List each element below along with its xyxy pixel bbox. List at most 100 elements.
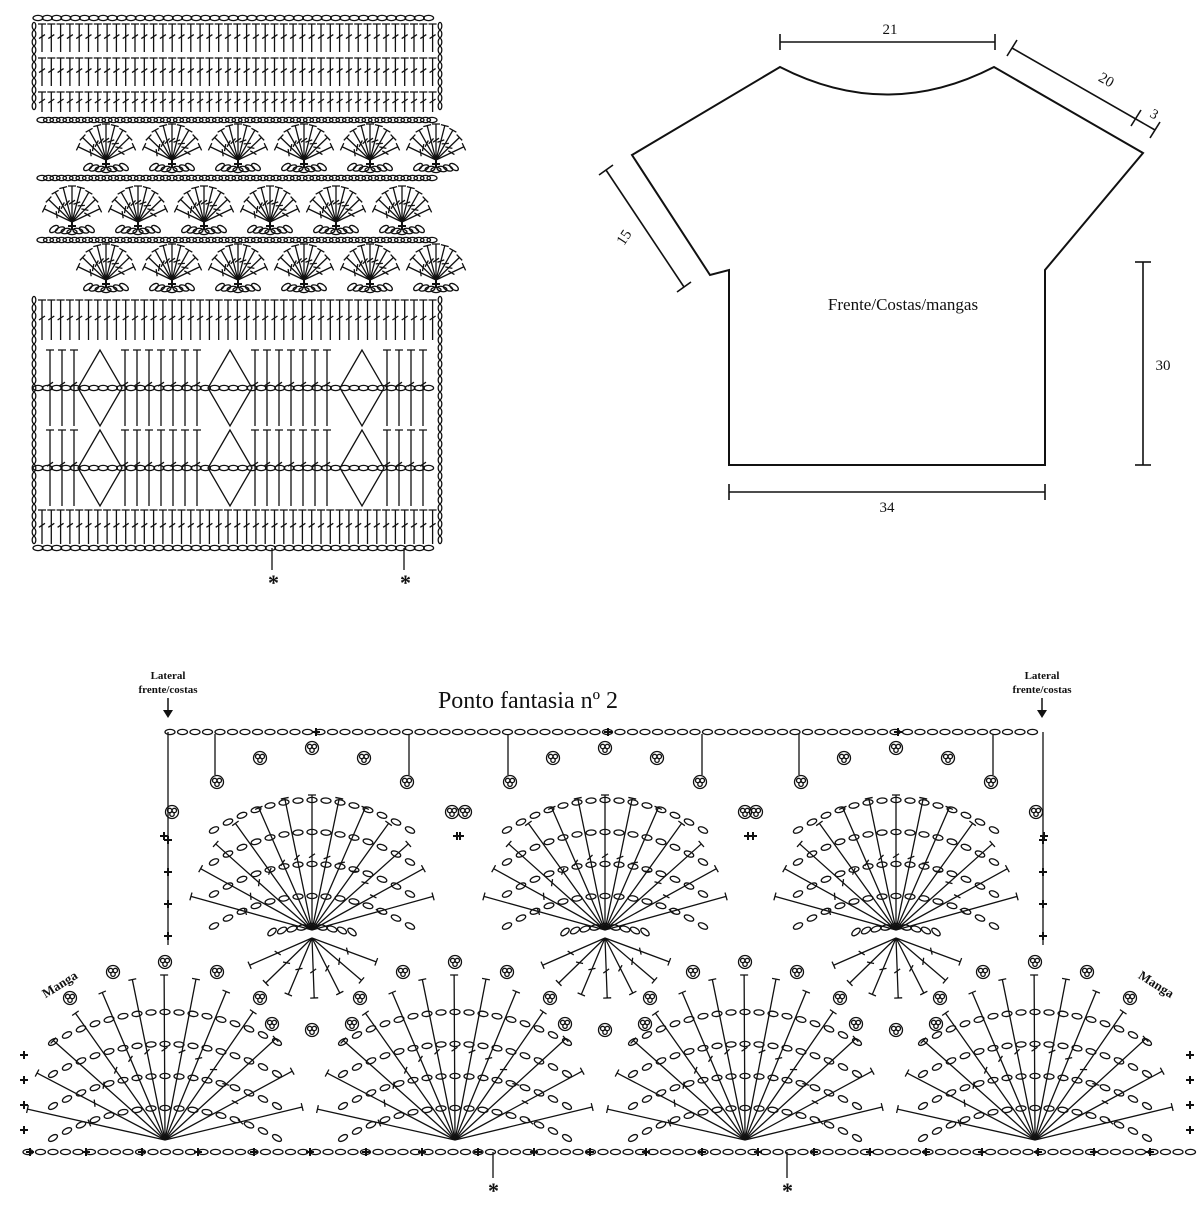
double-crochet (137, 204, 169, 223)
chain-stitch (491, 1044, 503, 1052)
chain-stitch (143, 544, 156, 552)
chain-stitch (351, 728, 364, 736)
double-crochet (38, 299, 46, 340)
chain-stitch (59, 1148, 72, 1156)
chain-stitch (89, 1116, 101, 1124)
double-crochet (168, 23, 177, 52)
chain-stitch (988, 858, 1000, 866)
chain-stitch (166, 166, 178, 174)
double-crochet (344, 23, 353, 52)
double-crochet (149, 23, 158, 52)
chain-stitch (302, 116, 315, 124)
picot-stitch (685, 964, 701, 980)
chain-stitch (227, 464, 239, 472)
double-crochet (372, 299, 381, 340)
chain-stitch (437, 21, 443, 31)
chain-stitch (336, 926, 348, 935)
double-crochet (369, 247, 391, 281)
double-crochet (407, 429, 415, 506)
picot-stitch (945, 757, 951, 764)
chain-stitch (463, 1041, 475, 1048)
chain-stitch (406, 116, 419, 124)
chain-stitch (449, 282, 459, 292)
chain-stitch (339, 544, 351, 552)
double-crochet (196, 57, 205, 86)
diamond-motif (339, 348, 385, 428)
chain-stitch (317, 282, 327, 292)
double-crochet (428, 23, 437, 52)
chain-stitch (974, 914, 986, 922)
double-crochet (298, 91, 307, 112)
double-crochet (158, 57, 167, 86)
double-crochet (58, 349, 66, 426)
chain-stitch (876, 797, 888, 804)
chain-stitch (31, 37, 37, 47)
double-crochet (160, 974, 169, 1141)
chain-stitch (655, 902, 667, 910)
chain-stitch (171, 384, 184, 392)
double-crochet (299, 429, 307, 506)
chain-stitch (162, 14, 174, 22)
double-crochet (419, 23, 428, 52)
chain-stitch (81, 236, 94, 244)
chain-stitch (823, 1057, 835, 1065)
chain-stitch (132, 228, 144, 236)
chain-stitch (153, 116, 165, 124)
double-crochet (450, 974, 459, 1141)
single-crochet (200, 222, 208, 230)
chain-stitch (413, 464, 425, 472)
chain-stitch (222, 818, 234, 826)
picot-stitch (105, 964, 121, 980)
double-crochet (158, 91, 167, 112)
double-crochet (133, 349, 141, 426)
chain-stitch (125, 14, 137, 22)
chain-stitch (837, 1031, 849, 1039)
picot-stitch (602, 1029, 608, 1036)
chain-stitch (302, 464, 314, 472)
chain-stitch (1057, 1042, 1069, 1050)
picot-stitch (309, 1029, 315, 1036)
double-crochet (75, 57, 84, 86)
double-crochet (298, 509, 307, 544)
double-crochet (249, 189, 271, 223)
chain-stitch (60, 544, 72, 552)
double-crochet (203, 196, 231, 223)
double-crochet (270, 509, 279, 544)
double-crochet (103, 57, 112, 86)
chain-stitch (543, 806, 555, 814)
double-crochet (105, 127, 127, 161)
chain-stitch (31, 93, 37, 103)
chain-stitch (1059, 1148, 1072, 1156)
chain-stitch (1122, 1148, 1134, 1156)
picot-stitch (352, 990, 368, 1006)
double-crochet (25, 1105, 166, 1141)
chain-stitch (257, 174, 269, 182)
chain-stitch (533, 1121, 545, 1129)
chain-stitch (246, 464, 258, 472)
single-crochet (102, 280, 110, 288)
side-label-left-line2: frente/costas (138, 684, 198, 696)
chain-stitch (32, 14, 44, 22)
chain-stitch (116, 384, 128, 392)
double-crochet (75, 142, 107, 161)
double-crochet (339, 262, 371, 281)
chain-stitch (697, 1108, 709, 1116)
chain-stitch (231, 236, 243, 244)
chain-stitch (190, 544, 202, 552)
double-crochet (630, 1037, 746, 1141)
chain-stitch (286, 925, 298, 933)
chain-stitch (264, 834, 276, 841)
double-crochet (103, 23, 112, 52)
chain-stitch (107, 116, 120, 124)
chain-stitch (1113, 1057, 1125, 1065)
double-crochet (363, 57, 372, 86)
chain-stitch (214, 728, 226, 736)
picot-stitch (357, 997, 363, 1004)
double-crochet (269, 204, 301, 223)
chain-stitch (931, 1063, 943, 1071)
chain-stitch (31, 45, 37, 55)
chain-stitch (88, 164, 100, 172)
chain-stitch (31, 503, 37, 513)
chain-stitch (437, 101, 443, 111)
double-crochet (251, 429, 259, 506)
